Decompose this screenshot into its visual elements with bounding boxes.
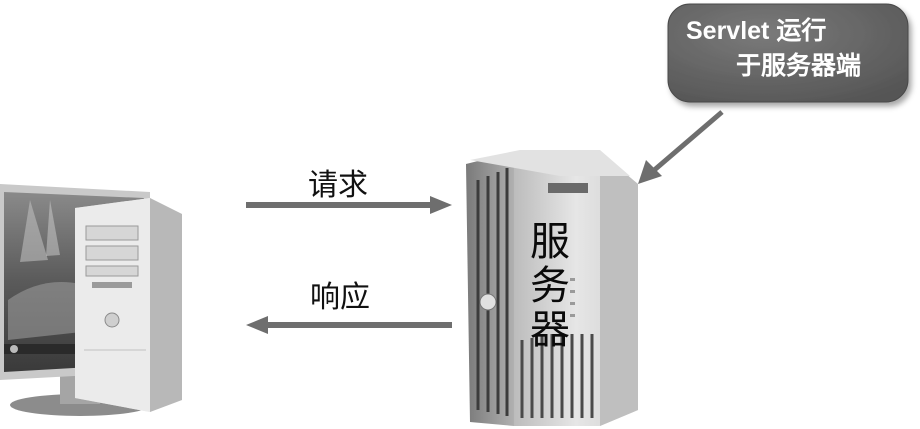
server-label: 服 务 器 — [528, 220, 572, 352]
client-computer-icon — [0, 184, 182, 416]
request-label: 请求 — [308, 160, 368, 204]
callout-text: Servlet 运行 于服务器端 — [686, 14, 896, 84]
server-label-char: 器 — [528, 308, 572, 352]
response-label: 响应 — [310, 272, 370, 316]
callout-line-1: Servlet 运行 — [686, 14, 896, 49]
callout-line-2: 于服务器端 — [686, 49, 896, 84]
response-arrow — [246, 316, 452, 334]
server-label-char: 务 — [528, 264, 572, 308]
callout-pointer-arrow — [638, 112, 722, 184]
server-label-char: 服 — [528, 220, 572, 264]
